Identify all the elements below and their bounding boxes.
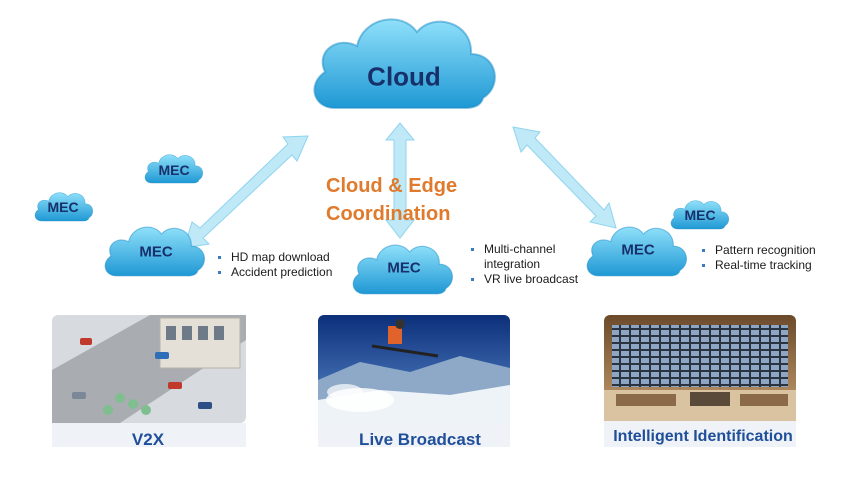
bullet-item: Multi-channel [469,242,578,257]
bullet-item: VR live broadcast [469,272,578,287]
scenario-label-v2x: V2X [131,430,165,449]
mec-label: MEC [387,259,421,277]
bullet-item: Accident prediction [216,265,332,280]
link-arrow-identification [512,126,617,229]
v2x-image [52,315,246,447]
mec-label: MEC [158,162,190,178]
identification-bullets: Pattern recognition Real-time tracking [700,243,816,273]
bullet-item: HD map download [216,250,332,265]
link-arrow-v2x [183,135,309,249]
coordination-title-line2: Coordination [326,203,451,225]
bullet-item-continuation: integration [484,257,541,271]
bullet-item: Real-time tracking [700,258,816,273]
link-arrow-broadcast [384,122,416,239]
coordination-title: Cloud & Edge Coordination [326,172,457,228]
scenario-label-live-broadcast: Live Broadcast [359,430,481,449]
coordination-title-line1: Cloud & Edge [326,175,458,197]
bullet-item: Pattern recognition [700,243,816,258]
scenario-label-intelligent-identification: Intelligent Identification [613,428,793,445]
mec-label: MEC [47,199,79,215]
mec-label: MEC [139,243,173,261]
mec-label: MEC [621,241,655,259]
mec-label: MEC [684,207,716,223]
live-broadcast-image [318,315,510,447]
intelligent-identification-image [604,315,796,447]
v2x-bullets: HD map download Accident prediction [216,250,332,280]
broadcast-bullets: Multi-channel integration VR live broadc… [469,242,578,287]
central-cloud-label: Cloud [367,61,441,92]
